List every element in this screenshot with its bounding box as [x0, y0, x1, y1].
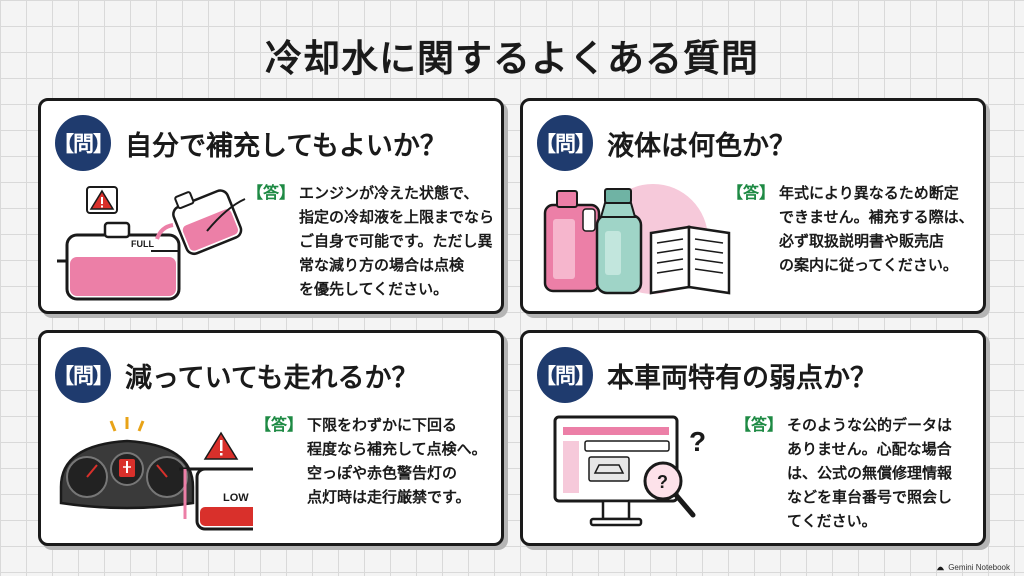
answer-badge: 【答】	[247, 183, 296, 202]
question-header: 【問】 液体は何色か？	[535, 115, 796, 171]
answer-block: 【答】 年式により異なるため断定 できません。補充する際は、 必ず取扱説明書や販…	[727, 181, 974, 277]
footer-brand: Gemini Notebook	[936, 563, 1010, 572]
answer-block: 【答】 エンジンが冷えた状態で、 指定の冷却液を上限までなら ご自身で可能です。…	[247, 181, 494, 301]
weakness-illustration: ? ?	[553, 411, 723, 541]
brand-name: Gemini Notebook	[948, 563, 1010, 572]
question-text: 自分で補充してもよいか？	[125, 130, 447, 162]
question-text: 液体は何色か？	[607, 130, 796, 162]
svg-text:?: ?	[657, 472, 668, 492]
faq-card-weakness: 【問】 本車両特有の弱点か？ ? ? 【答】	[520, 330, 986, 546]
answer-text: そのような公的データは ありません。心配な場合 は、公式の無償修理情報 などを車…	[787, 416, 953, 530]
brand-logo-icon	[937, 566, 945, 571]
faq-card-driving: 【問】 減っていても走れるか？	[38, 330, 504, 546]
refill-illustration: FULL	[57, 179, 247, 309]
answer-badge: 【答】	[255, 415, 304, 434]
faq-card-color: 【問】 液体は何色か？	[520, 98, 986, 314]
color-illustration	[543, 179, 739, 303]
dashboard-icon	[59, 417, 195, 510]
answer-badge: 【答】	[727, 183, 776, 202]
svg-text:?: ?	[689, 426, 706, 457]
faq-card-refill: 【問】 自分で補充してもよいか？ FULL	[38, 98, 504, 314]
warning-icon	[86, 186, 118, 214]
question-badge: 【問】	[53, 115, 114, 171]
answer-text: 年式により異なるため断定 できません。補充する際は、 必ず取扱説明書や販売店 の…	[779, 184, 974, 274]
question-header: 【問】 本車両特有の弱点か？	[535, 347, 877, 403]
magnifier-icon: ?	[643, 461, 696, 518]
coolant-bottle-icon	[155, 189, 246, 256]
pink-bottle-icon	[543, 190, 601, 293]
answer-text: エンジンが冷えた状態で、 指定の冷却液を上限までなら ご自身で可能です。ただし異…	[299, 184, 495, 298]
answer-text: 下限をわずかに下回る 程度なら補充して点検へ。 空っぽや赤色警告灯の 点灯時は走…	[307, 416, 487, 506]
question-header: 【問】 減っていても走れるか？	[53, 347, 419, 403]
tank-level-label: FULL	[131, 239, 154, 249]
tank-level-label: LOW	[223, 492, 249, 504]
coolant-warning-light-icon	[119, 459, 135, 477]
question-badge: 【問】	[53, 347, 114, 403]
question-text: 減っていても走れるか？	[125, 362, 419, 394]
question-badge: 【問】	[535, 115, 596, 171]
question-mark-icon: ?	[689, 426, 706, 457]
question-badge: 【問】	[535, 347, 596, 403]
page-title: 冷却水に関するよくある質問	[265, 37, 759, 80]
reservoir-tank-icon: FULL	[57, 221, 181, 301]
monitor-icon	[553, 415, 679, 527]
question-header: 【問】 自分で補充してもよいか？	[53, 115, 447, 171]
green-bottle-icon	[595, 188, 643, 295]
answer-block: 【答】 そのような公的データは ありません。心配な場合 は、公式の無償修理情報 …	[735, 413, 952, 533]
answer-block: 【答】 下限をわずかに下回る 程度なら補充して点検へ。 空っぽや赤色警告灯の 点…	[255, 413, 487, 509]
question-text: 本車両特有の弱点か？	[607, 362, 877, 394]
warning-icon	[203, 431, 239, 460]
manual-book-icon	[649, 225, 731, 295]
answer-badge: 【答】	[735, 415, 784, 434]
driving-illustration: LOW	[57, 407, 289, 537]
